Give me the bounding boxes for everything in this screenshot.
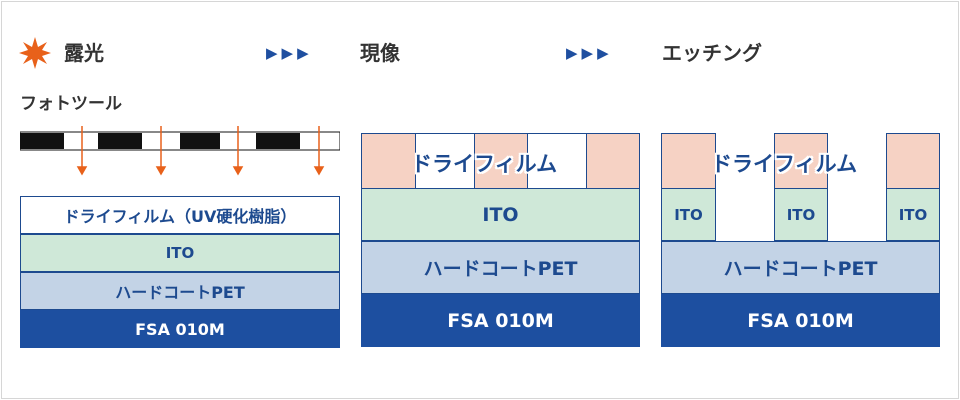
dryfilm-label: ドライフィルム <box>711 152 858 176</box>
step-exposure-label: 露光 <box>64 41 104 65</box>
dryfilm-uv-layer: ドライフィルム（UV硬化樹脂） <box>20 196 340 234</box>
hardcoat-layer: ハードコートPET <box>361 241 640 294</box>
dryfilm-gap <box>415 133 475 189</box>
dryfilm-block <box>661 133 716 189</box>
dryfilm-block <box>774 133 828 189</box>
ito-pattern: ITO <box>886 188 940 241</box>
down-arrow-icon <box>76 126 325 176</box>
step-arrow-2: ▶▶▶ <box>566 44 613 62</box>
sunburst-icon <box>19 37 51 69</box>
phototool-label: フォトツール <box>20 94 122 114</box>
dryfilm-block <box>586 133 640 189</box>
ito-layer: ITO <box>361 188 640 241</box>
hardcoat-layer: ハードコートPET <box>20 272 340 310</box>
dryfilm-block <box>361 133 416 189</box>
fsa-layer: FSA 010M <box>661 294 940 347</box>
ito-pattern: ITO <box>661 188 716 241</box>
dryfilm-gap <box>527 133 587 189</box>
dryfilm-label: ドライフィルム <box>411 152 558 176</box>
fsa-layer: FSA 010M <box>20 310 340 348</box>
dryfilm-block <box>474 133 528 189</box>
ito-pattern: ITO <box>774 188 828 241</box>
fsa-layer: FSA 010M <box>361 294 640 347</box>
step-etching-label: エッチング <box>662 41 762 65</box>
phototool-mask <box>20 126 340 176</box>
dryfilm-block <box>886 133 940 189</box>
step-development-label: 現像 <box>360 41 400 65</box>
ito-layer: ITO <box>20 234 340 272</box>
hardcoat-layer: ハードコートPET <box>661 241 940 294</box>
step-arrow-1: ▶▶▶ <box>266 44 313 62</box>
